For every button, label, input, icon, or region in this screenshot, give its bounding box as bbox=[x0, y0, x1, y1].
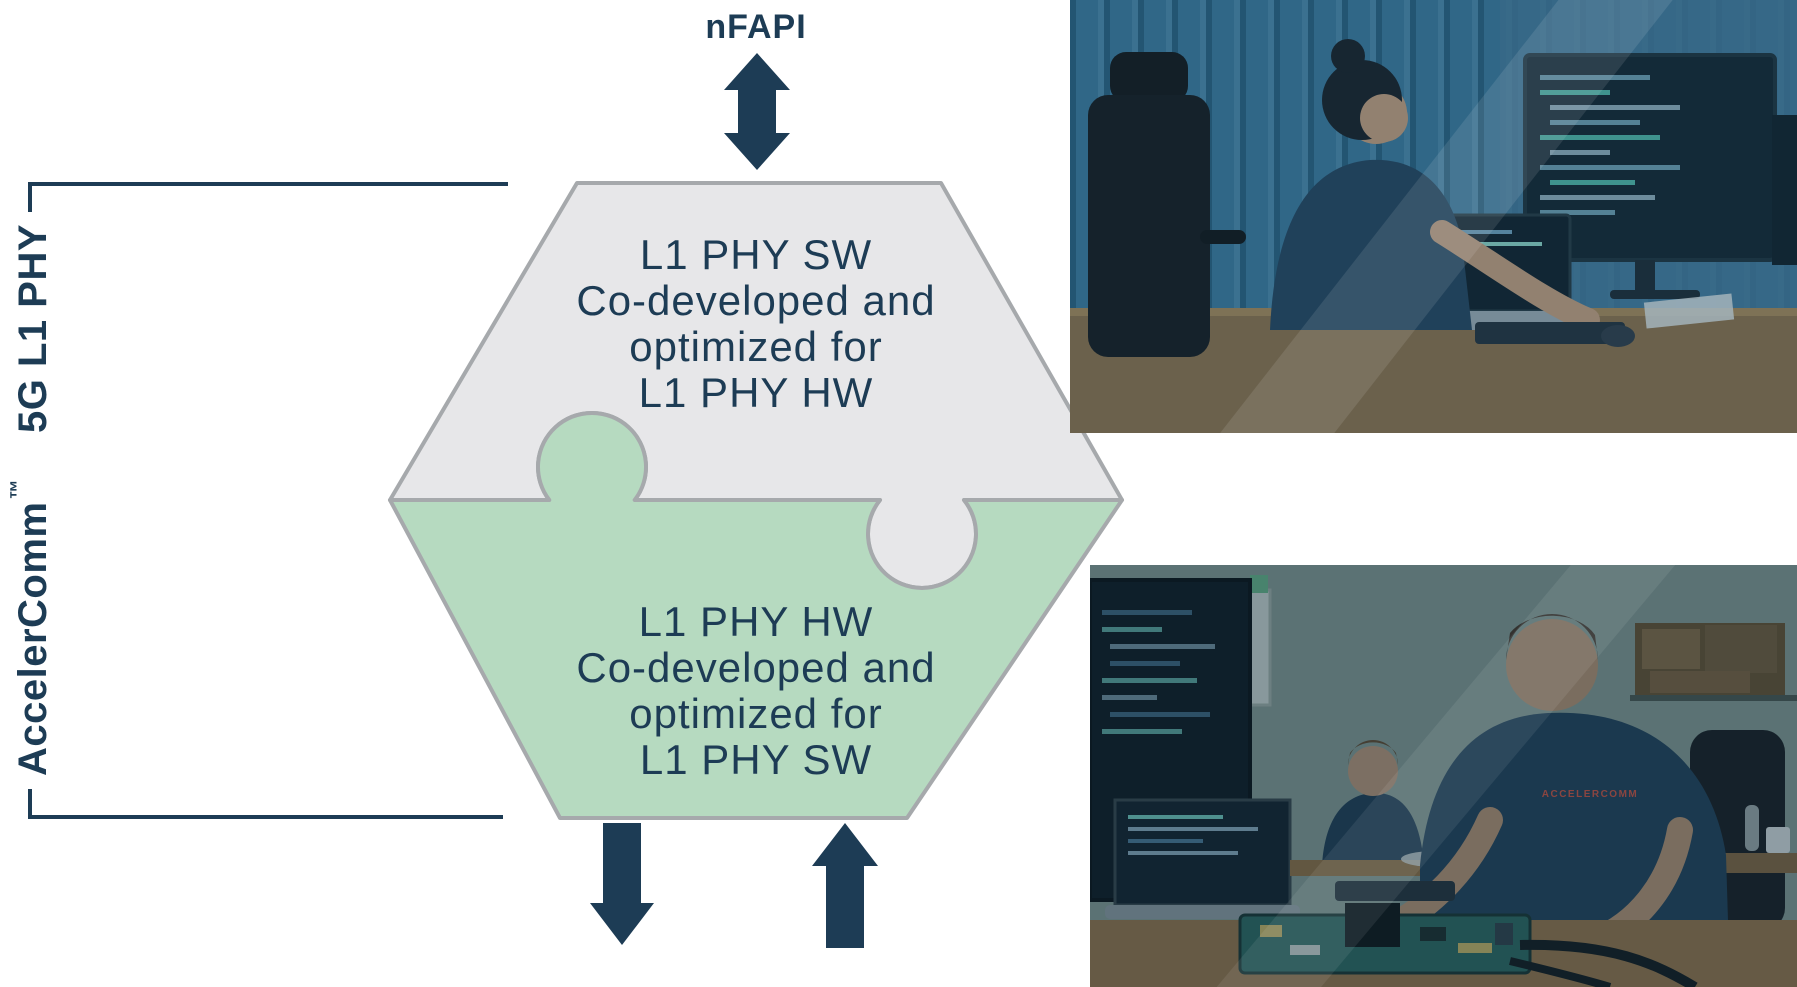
product-name: 5G L1 PHY bbox=[10, 223, 55, 433]
hex-sw-line: L1 PHY SW bbox=[639, 231, 873, 278]
person-arm bbox=[1430, 220, 1600, 332]
nfapi-label: nFAPI bbox=[705, 8, 807, 46]
uplink-arrow bbox=[812, 823, 878, 948]
heatsink bbox=[1345, 903, 1400, 947]
monitor bbox=[1523, 53, 1777, 299]
person-engineer bbox=[1270, 39, 1600, 332]
keyboard bbox=[1335, 881, 1455, 901]
cable bbox=[1509, 957, 1612, 987]
hex-hw-line: Co-developed and bbox=[576, 644, 936, 691]
bracket-top-line bbox=[28, 182, 508, 212]
shelf-boxes bbox=[1630, 623, 1797, 701]
light-streak bbox=[1127, 0, 1753, 433]
photo-top-office bbox=[1070, 0, 1797, 433]
second-screen-sliver bbox=[1772, 115, 1797, 265]
hexagon-hw-half bbox=[388, 410, 1124, 820]
cable bbox=[1519, 939, 1698, 987]
laptop bbox=[1105, 798, 1300, 919]
downlink-arrow bbox=[590, 823, 654, 945]
monitor-base bbox=[1610, 290, 1700, 299]
hex-hw-line: L1 PHY SW bbox=[639, 736, 873, 783]
office-chair bbox=[1088, 52, 1246, 357]
photo-bottom-scene: ACCELERCOMM bbox=[1090, 565, 1797, 987]
hex-hw-text: L1 PHY HW Co-developed and optimized for… bbox=[456, 599, 1056, 783]
keyboard bbox=[1475, 322, 1625, 344]
code-lines bbox=[1102, 610, 1215, 734]
hex-sw-line: L1 PHY HW bbox=[638, 369, 874, 416]
person-face bbox=[1360, 94, 1408, 142]
hex-hw-line: optimized for bbox=[629, 690, 883, 737]
papers bbox=[1643, 293, 1735, 329]
photo-tint bbox=[1090, 565, 1797, 987]
light-streak bbox=[1090, 565, 1763, 987]
bracket-bottom-line bbox=[28, 789, 503, 819]
person-torso bbox=[1270, 159, 1472, 330]
code-lines bbox=[1540, 75, 1680, 215]
hex-sw-line: Co-developed and bbox=[576, 277, 936, 324]
hex-hw-line: L1 PHY HW bbox=[638, 598, 874, 645]
hex-sw-line: optimized for bbox=[629, 323, 883, 370]
hex-sw-text: L1 PHY SW Co-developed and optimized for… bbox=[456, 232, 1056, 416]
sticky-note bbox=[1250, 575, 1268, 593]
photo-top-scene bbox=[1070, 0, 1797, 433]
photo-bottom-office: ACCELERCOMM bbox=[1090, 565, 1797, 987]
person-hair-bun bbox=[1331, 39, 1365, 73]
water-bottle bbox=[1745, 805, 1759, 851]
monitor-stand bbox=[1635, 260, 1655, 290]
person-torso bbox=[1322, 792, 1424, 865]
shirt-logo: ACCELERCOMM bbox=[1542, 789, 1639, 800]
brand-name: AccelerComm bbox=[10, 501, 55, 777]
dev-board bbox=[1238, 903, 1532, 975]
mouse bbox=[1601, 325, 1635, 347]
nfapi-double-arrow bbox=[724, 53, 790, 170]
person-head bbox=[1506, 619, 1598, 711]
trademark-symbol: ™ bbox=[7, 479, 29, 500]
mug bbox=[1766, 827, 1790, 853]
person-head bbox=[1348, 746, 1398, 796]
photo-tint bbox=[1070, 0, 1797, 433]
